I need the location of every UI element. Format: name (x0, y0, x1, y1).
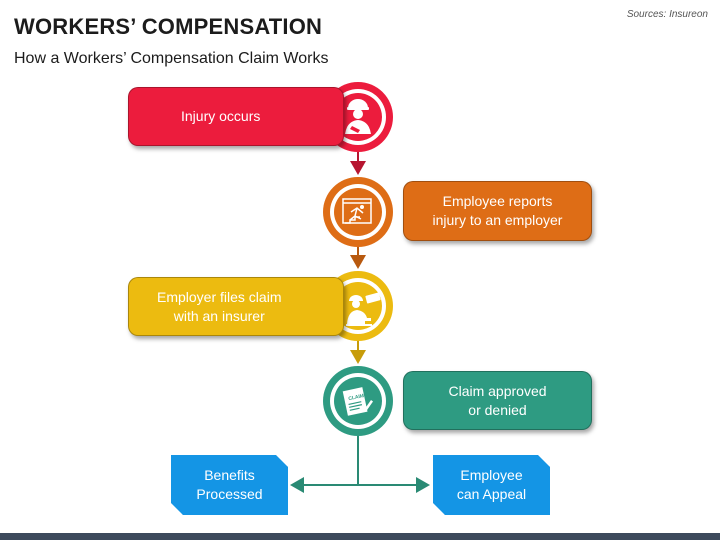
step-4-label: Claim approved or denied (448, 382, 547, 418)
source-note: Sources: Insureon (626, 9, 708, 20)
step-4-claim-decision: Claim approved or denied (403, 371, 592, 430)
outcome-1-label: Benefits Processed (196, 467, 263, 502)
step-2-circle (323, 177, 393, 247)
slip-fall-report-icon (342, 198, 372, 224)
step-4-circle: CLAIM (323, 366, 393, 436)
page-subtitle: How a Workers’ Compensation Claim Works (14, 50, 329, 67)
footer-bar (0, 533, 720, 540)
step-1-label: Injury occurs (181, 108, 261, 124)
outcome-benefits-processed: Benefits Processed (171, 455, 288, 515)
step-2-label: Employee reports injury to an employer (432, 193, 563, 228)
injured-person-icon (345, 99, 371, 134)
worker-filing-icon (346, 292, 381, 326)
step-3-label: Employer files claim with an insurer (157, 288, 282, 324)
step-2-employee-reports: Employee reports injury to an employer (403, 181, 592, 241)
claim-document-icon: CLAIM (342, 387, 373, 416)
step-1-injury-occurs: Injury occurs (128, 87, 344, 146)
outcome-2-label: Employee can Appeal (456, 467, 527, 502)
svg-text:CLAIM: CLAIM (348, 393, 365, 402)
outcome-employee-appeal: Employee can Appeal (433, 455, 550, 515)
page-title: WORKERS’ COMPENSATION (14, 14, 323, 39)
step-3-employer-files: Employer files claim with an insurer (128, 277, 344, 336)
